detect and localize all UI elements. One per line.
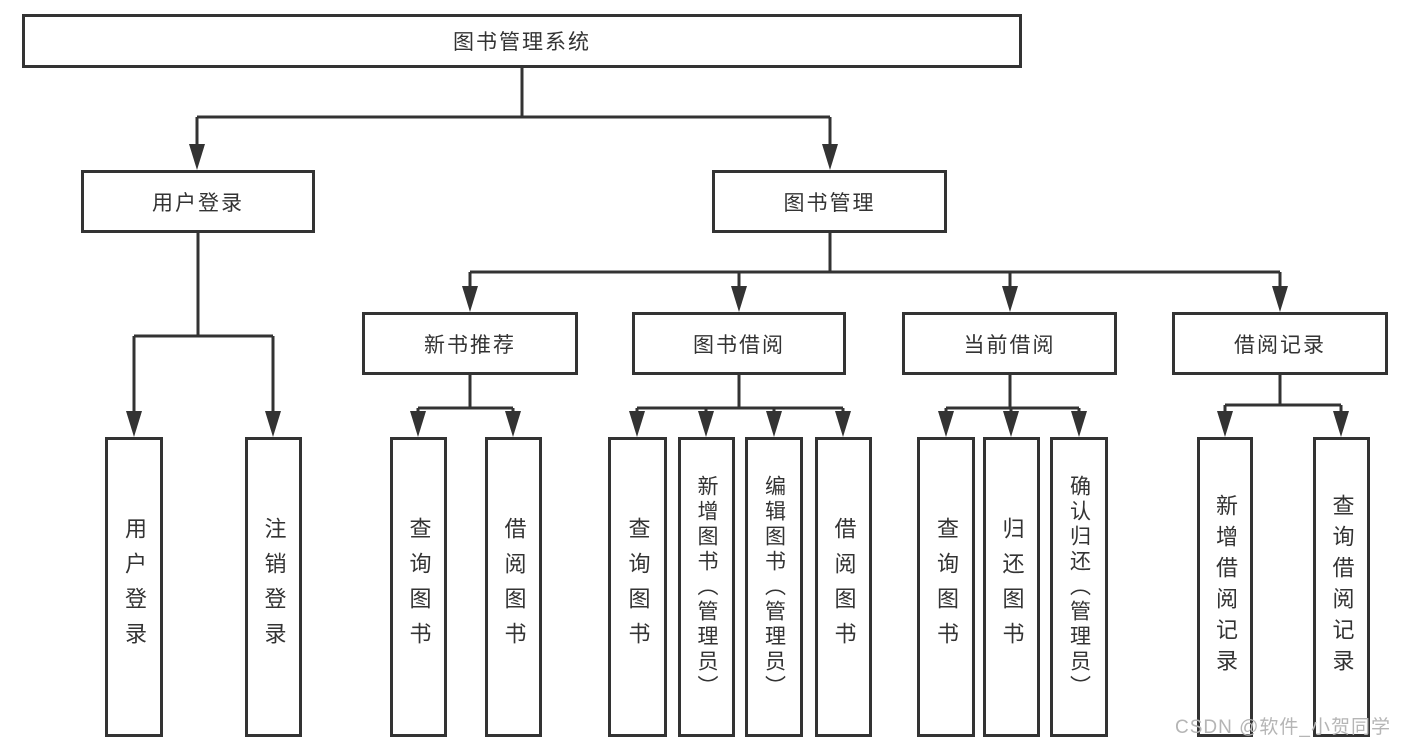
node-user-login: 用户登录 [81, 170, 315, 233]
tree-edges [132, 68, 1343, 413]
node-current-borrow: 当前借阅 [902, 312, 1117, 375]
leaf-query-book-recommend: 查询图书 [390, 437, 447, 737]
arrowheads [126, 144, 1349, 437]
node-book-borrow: 图书借阅 [632, 312, 846, 375]
leaf-label: 新增图书（管理员） [695, 474, 718, 700]
leaf-query-borrow-record: 查询借阅记录 [1313, 437, 1370, 737]
node-label: 当前借阅 [963, 333, 1056, 357]
leaf-label: 新增借阅记录 [1213, 494, 1238, 680]
leaf-add-book-admin: 新增图书（管理员） [678, 437, 735, 737]
node-label: 图书管理系统 [453, 31, 591, 54]
node-label: 用户登录 [152, 191, 244, 215]
node-label: 图书借阅 [693, 333, 785, 357]
leaf-return-book: 归还图书 [983, 437, 1040, 737]
leaf-label: 借阅图书 [831, 517, 857, 657]
leaf-label: 借阅图书 [501, 517, 527, 657]
leaf-borrow-book-recommend: 借阅图书 [485, 437, 542, 737]
leaf-label: 查询图书 [625, 517, 651, 657]
node-new-book-recommend: 新书推荐 [362, 312, 578, 375]
leaf-logout: 注销登录 [245, 437, 302, 737]
leaf-confirm-return-admin: 确认归还（管理员） [1050, 437, 1108, 737]
leaf-label: 用户登录 [122, 517, 147, 657]
leaf-label: 注销登录 [261, 517, 287, 657]
node-book-management: 图书管理 [712, 170, 947, 233]
leaf-label: 查询图书 [406, 517, 432, 657]
leaf-borrow-book: 借阅图书 [815, 437, 872, 737]
node-label: 借阅记录 [1234, 333, 1326, 357]
node-label: 新书推荐 [424, 333, 516, 357]
leaf-label: 归还图书 [999, 517, 1025, 657]
leaf-label: 确认归还（管理员） [1067, 474, 1091, 700]
node-library-management-system: 图书管理系统 [22, 14, 1022, 68]
leaf-label: 编辑图书（管理员） [762, 474, 786, 700]
csdn-watermark: CSDN @软件_小贺同学 [1175, 717, 1391, 738]
leaf-edit-book-admin: 编辑图书（管理员） [745, 437, 803, 737]
node-label: 图书管理 [783, 191, 876, 215]
leaf-label: 查询借阅记录 [1329, 494, 1355, 680]
leaf-query-book-current: 查询图书 [917, 437, 975, 737]
leaf-user-login: 用户登录 [105, 437, 163, 737]
leaf-query-book-borrow: 查询图书 [608, 437, 667, 737]
node-borrow-records: 借阅记录 [1172, 312, 1388, 375]
leaf-label: 查询图书 [934, 517, 959, 657]
leaf-add-borrow-record: 新增借阅记录 [1197, 437, 1253, 737]
